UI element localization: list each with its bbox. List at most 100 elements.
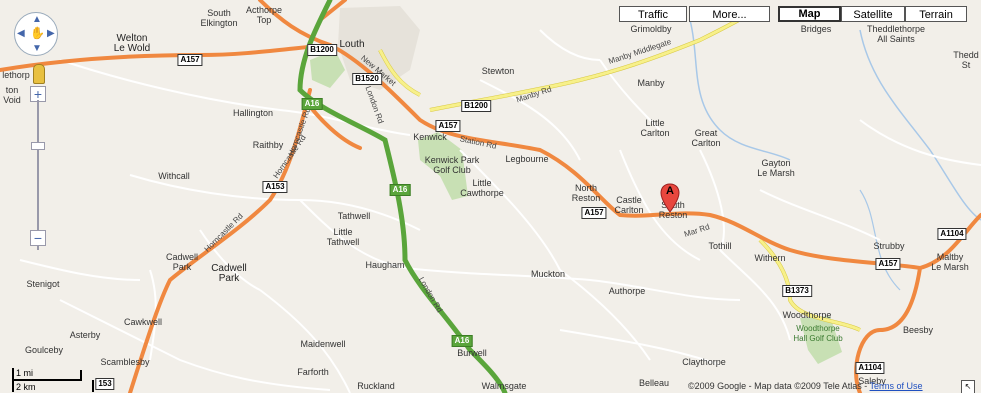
place-label: Scamblesby bbox=[100, 357, 150, 367]
river bbox=[689, 19, 791, 161]
place-label: Hallington bbox=[232, 108, 274, 118]
place-label: Stenigot bbox=[26, 279, 60, 289]
place-label: Withern bbox=[754, 253, 786, 263]
pegman-icon[interactable] bbox=[33, 64, 45, 84]
road-shield: B1520 bbox=[352, 73, 382, 85]
place-label: Ruckland bbox=[357, 381, 395, 391]
river bbox=[859, 189, 901, 291]
place-label: Raithby bbox=[252, 140, 284, 150]
place-label: Withcall bbox=[158, 171, 190, 181]
place-label: Authorpe bbox=[608, 286, 646, 296]
scale-km: 2 km bbox=[16, 382, 36, 392]
place-label: Grimoldby bbox=[630, 24, 672, 34]
marker-letter: A bbox=[666, 185, 674, 197]
road-shield: A157 bbox=[875, 258, 901, 270]
zoom-out-button[interactable]: − bbox=[30, 230, 46, 246]
place-label: Bridges bbox=[800, 24, 832, 34]
hand-icon: ✋ bbox=[30, 26, 45, 40]
river bbox=[859, 29, 981, 221]
road-shield: A153 bbox=[262, 181, 288, 193]
satellite-button[interactable]: Satellite bbox=[841, 6, 905, 22]
place-label: Manby bbox=[637, 78, 665, 88]
scale-miles: 1 mi bbox=[16, 368, 34, 378]
road-shield: 153 bbox=[95, 378, 115, 390]
place-label: Muckton bbox=[530, 269, 566, 279]
map-button[interactable]: Map bbox=[778, 6, 841, 22]
place-label: Legbourne bbox=[505, 154, 549, 164]
place-label: Woodthorpe bbox=[782, 310, 832, 320]
overview-toggle-icon[interactable]: ↖ bbox=[961, 380, 975, 393]
scale-bar-tick bbox=[92, 380, 94, 392]
road-shield: A157 bbox=[177, 54, 203, 66]
terrain-button[interactable]: Terrain bbox=[905, 6, 967, 22]
scale-bar: 1 mi 2 km bbox=[12, 368, 98, 392]
copyright-text: ©2009 Google - Map data ©2009 Tele Atlas… bbox=[688, 381, 870, 391]
road-shield: A157 bbox=[435, 120, 461, 132]
place-label: Maidenwell bbox=[300, 339, 346, 349]
road-shield: A16 bbox=[451, 335, 473, 347]
park-area bbox=[310, 50, 345, 88]
place-label: Strubby bbox=[873, 241, 905, 251]
pan-down-icon[interactable]: ▼ bbox=[32, 43, 42, 54]
golf-club-kenwick bbox=[418, 132, 468, 200]
scale-bar-line bbox=[12, 379, 82, 381]
b-roads bbox=[378, 6, 861, 332]
place-label: Tathwell bbox=[337, 211, 371, 221]
marker-pin-icon bbox=[660, 183, 680, 213]
pan-right-icon[interactable]: ▶ bbox=[47, 28, 55, 39]
place-label: Farforth bbox=[297, 367, 329, 377]
road-shield: A1104 bbox=[937, 228, 967, 240]
place-label: Cawkwell bbox=[123, 317, 163, 327]
road-shield: A16 bbox=[389, 184, 411, 196]
place-label: Burwell bbox=[457, 348, 487, 358]
pan-left-icon[interactable]: ◀ bbox=[17, 28, 25, 39]
location-marker[interactable]: A bbox=[660, 183, 680, 218]
place-label: Kenwick bbox=[413, 132, 447, 142]
place-label: Belleau bbox=[638, 378, 670, 388]
scale-bar-tick bbox=[12, 368, 14, 392]
road-shield: B1200 bbox=[461, 100, 491, 112]
zoom-slider-track[interactable] bbox=[37, 100, 39, 250]
minor-roads bbox=[19, 29, 981, 393]
place-label: Claythorpe bbox=[682, 357, 726, 367]
zoom-slider-handle[interactable] bbox=[31, 142, 45, 150]
terms-link[interactable]: Terms of Use bbox=[869, 381, 923, 391]
road-shield: B1200 bbox=[307, 44, 337, 56]
pan-control[interactable]: ▲ ◀ ▶ ▼ ✋ bbox=[14, 12, 58, 56]
road-shield: A16 bbox=[301, 98, 323, 110]
place-label: Walmsgate bbox=[481, 381, 527, 391]
road-shield: A1104 bbox=[855, 362, 885, 374]
pan-up-icon[interactable]: ▲ bbox=[32, 14, 42, 25]
more-button[interactable]: More... bbox=[689, 6, 770, 22]
place-label: lethorp bbox=[2, 70, 30, 80]
place-label: Saleby bbox=[858, 376, 886, 386]
place-label: Asterby bbox=[69, 330, 101, 340]
traffic-button[interactable]: Traffic bbox=[619, 6, 687, 22]
place-label: Stewton bbox=[481, 66, 515, 76]
road-shield: B1373 bbox=[782, 285, 812, 297]
place-label: Louth bbox=[339, 39, 365, 50]
place-label: Goulceby bbox=[24, 345, 64, 355]
place-label: Tothill bbox=[708, 241, 732, 251]
road-shield: A157 bbox=[581, 207, 607, 219]
